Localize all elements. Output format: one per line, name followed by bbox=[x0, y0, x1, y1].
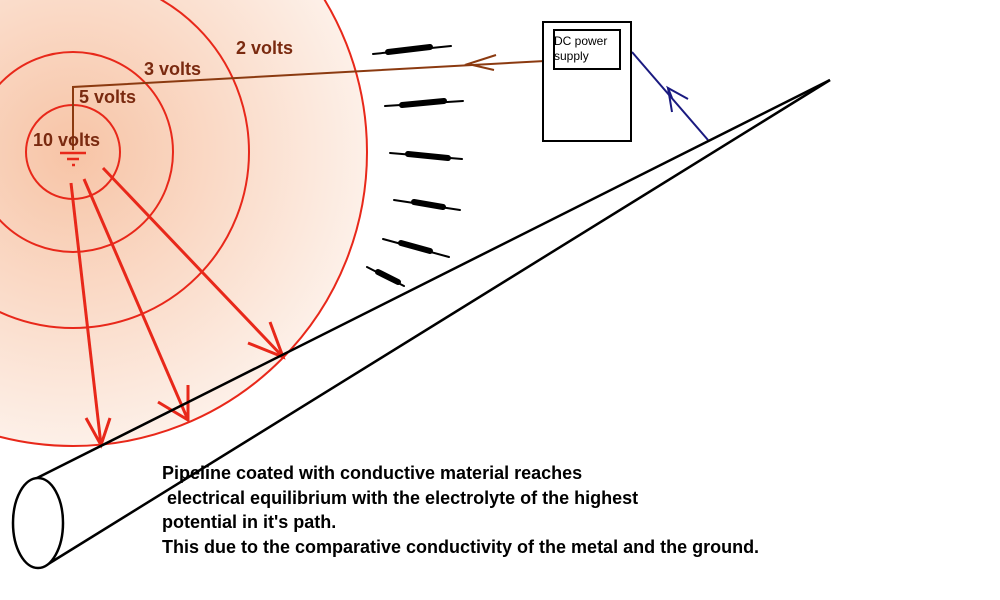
resistor-icon bbox=[384, 98, 464, 108]
arrow-icon bbox=[82, 178, 190, 423]
caption-line: electrical equilibrium with the electrol… bbox=[162, 487, 639, 508]
resistor-icon bbox=[382, 238, 450, 258]
field-ring-3v bbox=[0, 0, 250, 329]
current-arrows bbox=[69, 166, 286, 449]
resistor-icon bbox=[389, 151, 463, 161]
label-5-volts: 5 volts bbox=[79, 87, 137, 107]
pipe-end bbox=[11, 476, 65, 570]
caption-line: This due to the comparative conductivity… bbox=[162, 536, 760, 557]
caption-line: Pipeline coated with conductive material… bbox=[162, 463, 583, 483]
brown-wire bbox=[72, 54, 546, 150]
label-3-volts: 3 volts bbox=[144, 59, 202, 79]
blue-wire bbox=[631, 51, 709, 141]
caption-line: potential in it's path. bbox=[162, 512, 337, 532]
label-2-volts: 2 volts bbox=[236, 38, 294, 58]
arrow-icon bbox=[101, 166, 286, 360]
resistor-icon bbox=[372, 44, 452, 55]
power-supply-label: DC power supply bbox=[554, 34, 608, 63]
pipeline bbox=[11, 78, 831, 570]
field-ring-5v bbox=[0, 51, 174, 253]
caption: Pipeline coated with conductive material… bbox=[162, 461, 759, 559]
resistor-icon bbox=[393, 199, 461, 211]
ground-symbol-icon bbox=[60, 151, 86, 167]
resistor-icons bbox=[366, 44, 464, 287]
resistor-icon bbox=[366, 266, 405, 287]
label-10-volts: 10 volts bbox=[33, 130, 101, 150]
dc-power-supply bbox=[542, 21, 632, 142]
